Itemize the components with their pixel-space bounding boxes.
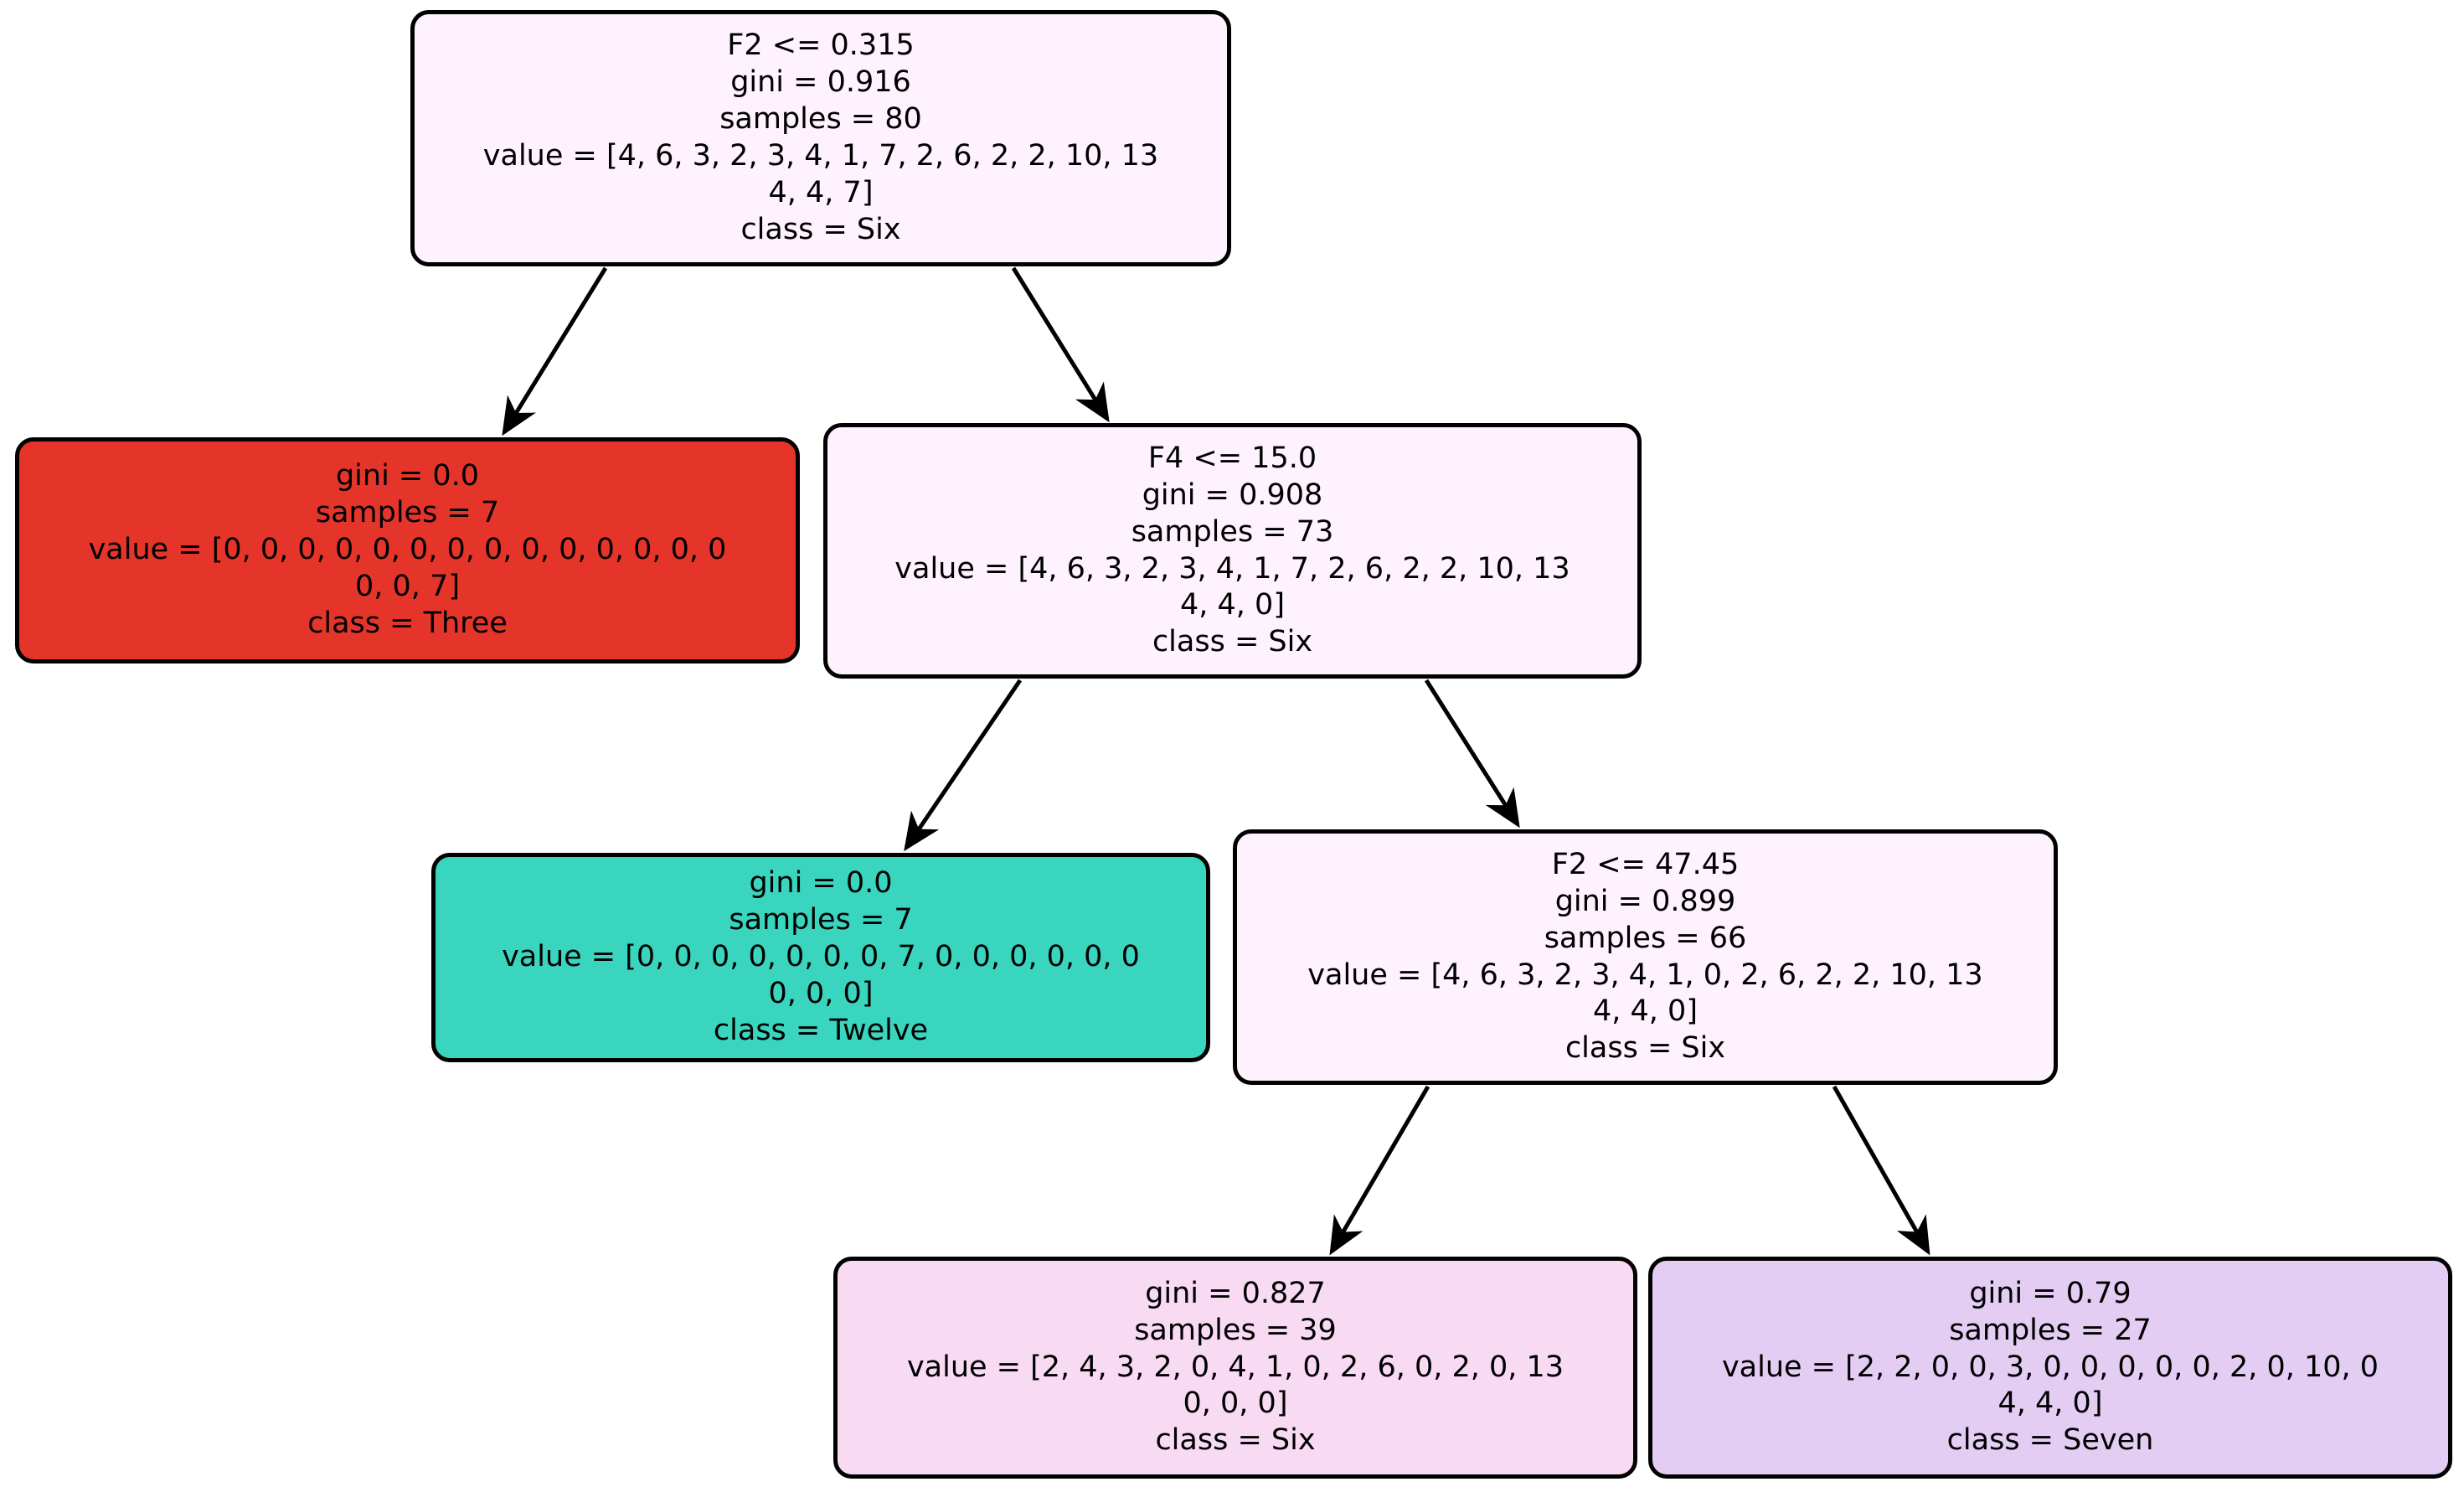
node-value-line-2: 4, 4, 0] — [1593, 994, 1698, 1029]
node-class: class = Twelve — [713, 1013, 929, 1047]
node-value-line-2: 4, 4, 0] — [1997, 1386, 2103, 1421]
node-class: class = Six — [1152, 625, 1313, 659]
node-class: class = Three — [307, 606, 508, 640]
node-gini: gini = 0.899 — [1554, 884, 1736, 918]
node-samples: samples = 7 — [315, 496, 500, 530]
node-gini: gini = 0.908 — [1142, 478, 1323, 512]
node-class: class = Six — [1155, 1423, 1316, 1458]
node-value-line-2: 4, 4, 0] — [1180, 588, 1285, 622]
node-value-line-1: value = [2, 2, 0, 0, 3, 0, 0, 0, 0, 0, 2… — [1721, 1350, 2379, 1384]
node-gini: gini = 0.79 — [1969, 1276, 2132, 1310]
node-value-line-1: value = [4, 6, 3, 2, 3, 4, 1, 0, 2, 6, 2… — [1307, 958, 1983, 992]
node-value-line-1: value = [0, 0, 0, 0, 0, 0, 0, 7, 0, 0, 0… — [502, 940, 1140, 974]
node-gini: gini = 0.0 — [335, 459, 480, 493]
node-samples: samples = 73 — [1131, 514, 1334, 549]
node-condition: F4 <= 15.0 — [1147, 441, 1317, 475]
tree-edge-root-to-f4 — [1011, 266, 1110, 423]
node-samples: samples = 80 — [719, 102, 922, 137]
tree-edge-f4-to-f2b — [1424, 679, 1520, 829]
node-gini: gini = 0.827 — [1145, 1276, 1326, 1310]
node-gini: gini = 0.916 — [730, 65, 911, 100]
node-value-line-1: value = [4, 6, 3, 2, 3, 4, 1, 7, 2, 6, 2… — [894, 551, 1570, 586]
tree-edge-f2b-to-leaf-seven — [1832, 1085, 1930, 1256]
node-value-line-2: 0, 0, 7] — [355, 569, 460, 603]
node-samples: samples = 39 — [1134, 1313, 1337, 1347]
node-samples: samples = 27 — [1949, 1313, 2152, 1347]
node-samples: samples = 7 — [729, 903, 913, 937]
node-value-line-2: 4, 4, 7] — [768, 175, 874, 209]
tree-edge-root-to-leaf-three — [502, 266, 608, 436]
node-class: class = Six — [1564, 1031, 1726, 1066]
tree-edge-f4-to-leaf-twelve — [904, 679, 1023, 852]
node-value-line-2: 0, 0, 0] — [1183, 1386, 1288, 1421]
node-condition: F2 <= 0.315 — [727, 28, 915, 63]
node-value-line-1: value = [2, 4, 3, 2, 0, 4, 1, 0, 2, 6, 0… — [906, 1350, 1564, 1384]
node-condition: F2 <= 47.45 — [1551, 847, 1740, 881]
node-class: class = Seven — [1946, 1423, 2154, 1458]
node-value-line-1: value = [4, 6, 3, 2, 3, 4, 1, 7, 2, 6, 2… — [482, 139, 1159, 173]
node-gini: gini = 0.0 — [749, 866, 893, 901]
node-value-line-2: 0, 0, 0] — [768, 976, 874, 1010]
tree-edge-f2b-to-leaf-six — [1329, 1085, 1430, 1256]
node-class: class = Six — [740, 212, 901, 246]
node-value-line-1: value = [0, 0, 0, 0, 0, 0, 0, 0, 0, 0, 0… — [88, 533, 727, 567]
node-samples: samples = 66 — [1544, 921, 1747, 955]
